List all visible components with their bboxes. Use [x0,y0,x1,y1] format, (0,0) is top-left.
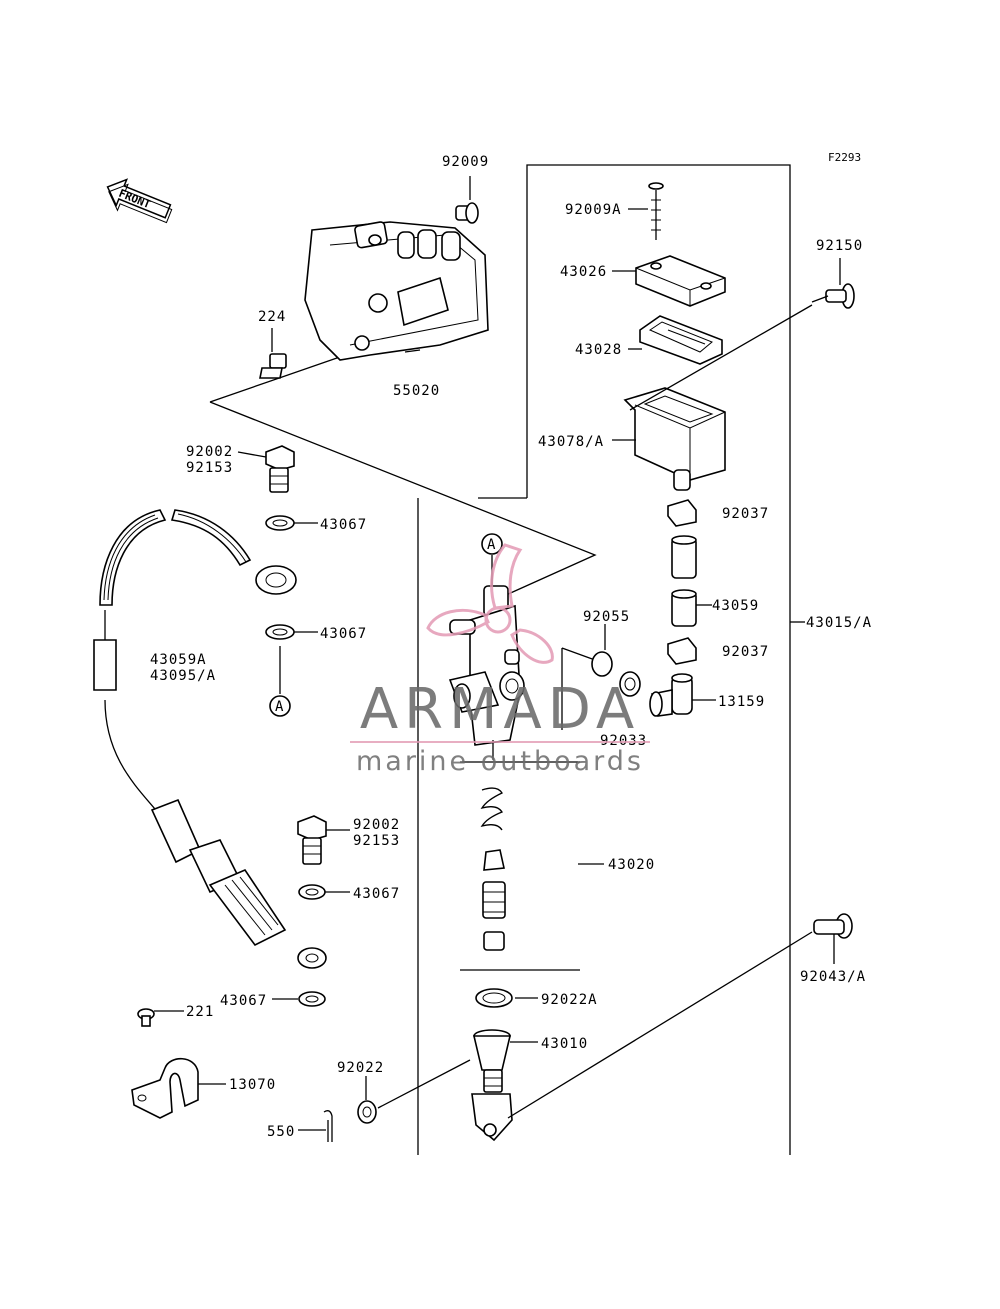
label-550: 550 [267,1124,295,1140]
label-43020: 43020 [608,857,655,873]
assembly-outline [209,164,805,1155]
svg-text:A: A [487,537,496,553]
propeller-logo-icon [426,543,554,664]
oring-92055 [591,624,613,677]
watermark: ARMADA marine outboards [350,543,650,777]
screw-221 [137,1008,184,1027]
label-43059: 43059 [712,598,759,614]
bolt-92150 [811,258,855,309]
reservoir-43078 [612,387,726,491]
clamp-92037-upper [667,499,697,527]
label-92043: 92043/A [800,969,866,985]
diaphragm-43028 [628,315,723,365]
washer-43067-c [298,884,350,900]
diagram-code: F2293 [828,151,861,164]
label-224: 224 [258,309,286,325]
label-55020: 55020 [393,383,440,399]
bolt-224 [259,328,287,379]
piston-spring-43020 [480,787,604,951]
label-221: 221 [186,1004,214,1020]
label-92022A: 92022A [541,992,598,1008]
label-92055: 92055 [583,609,630,625]
label-43059A: 43059A [150,652,207,668]
fitting-13159 [649,673,716,717]
washer-92022 [357,1076,377,1124]
label-43026: 43026 [560,264,607,280]
label-92037-lower: 92037 [722,644,769,660]
watermark-tagline: marine outboards [356,746,644,777]
label-92037-upper: 92037 [722,506,769,522]
washer-43067-b: A [265,624,318,717]
label-92022: 92022 [337,1060,384,1076]
bracket-plate [304,221,489,361]
circlip-92022A [475,988,538,1008]
clamp-13070 [131,1057,226,1119]
label-43067-d: 43067 [220,993,267,1009]
label-92002-upper: 92002 [186,444,233,460]
washer-43067-a [265,515,318,531]
label-43095: 43095/A [150,668,216,684]
label-43015: 43015/A [806,615,872,631]
svg-text:A: A [275,699,284,715]
bolt-92009 [455,176,479,224]
cotter-pin-550 [298,1110,333,1142]
label-43010: 43010 [541,1036,588,1052]
clamp-92037-lower [667,637,697,665]
label-13070: 13070 [229,1077,276,1093]
pin-92043 [813,913,853,964]
label-43078: 43078/A [538,434,604,450]
label-92153-lower: 92153 [353,833,400,849]
label-43067-b: 43067 [320,626,367,642]
part-labels: 92009 92009A 92150 43026 224 43028 55020… [150,154,872,1140]
label-43067-a: 43067 [320,517,367,533]
banjo-bolt-upper [237,445,295,493]
master-cylinder-body: A [448,533,525,760]
front-arrow-icon [106,178,173,224]
label-92009A: 92009A [565,202,622,218]
label-92150: 92150 [816,238,863,254]
label-92002-lower: 92002 [353,817,400,833]
watermark-brand: ARMADA [360,677,640,742]
washer-43067-d [272,991,326,1007]
label-43067-c: 43067 [353,886,400,902]
pushrod-43010 [471,1029,538,1142]
label-13159: 13159 [718,694,765,710]
label-92153-upper: 92153 [186,460,233,476]
brake-hose [93,509,327,969]
label-92009: 92009 [442,154,489,170]
screw-92009A [628,182,664,240]
banjo-bolt-lower [297,815,350,865]
hose-43059 [671,535,712,627]
cap-43026 [612,255,726,307]
grommet [619,671,641,697]
label-43028: 43028 [575,342,622,358]
